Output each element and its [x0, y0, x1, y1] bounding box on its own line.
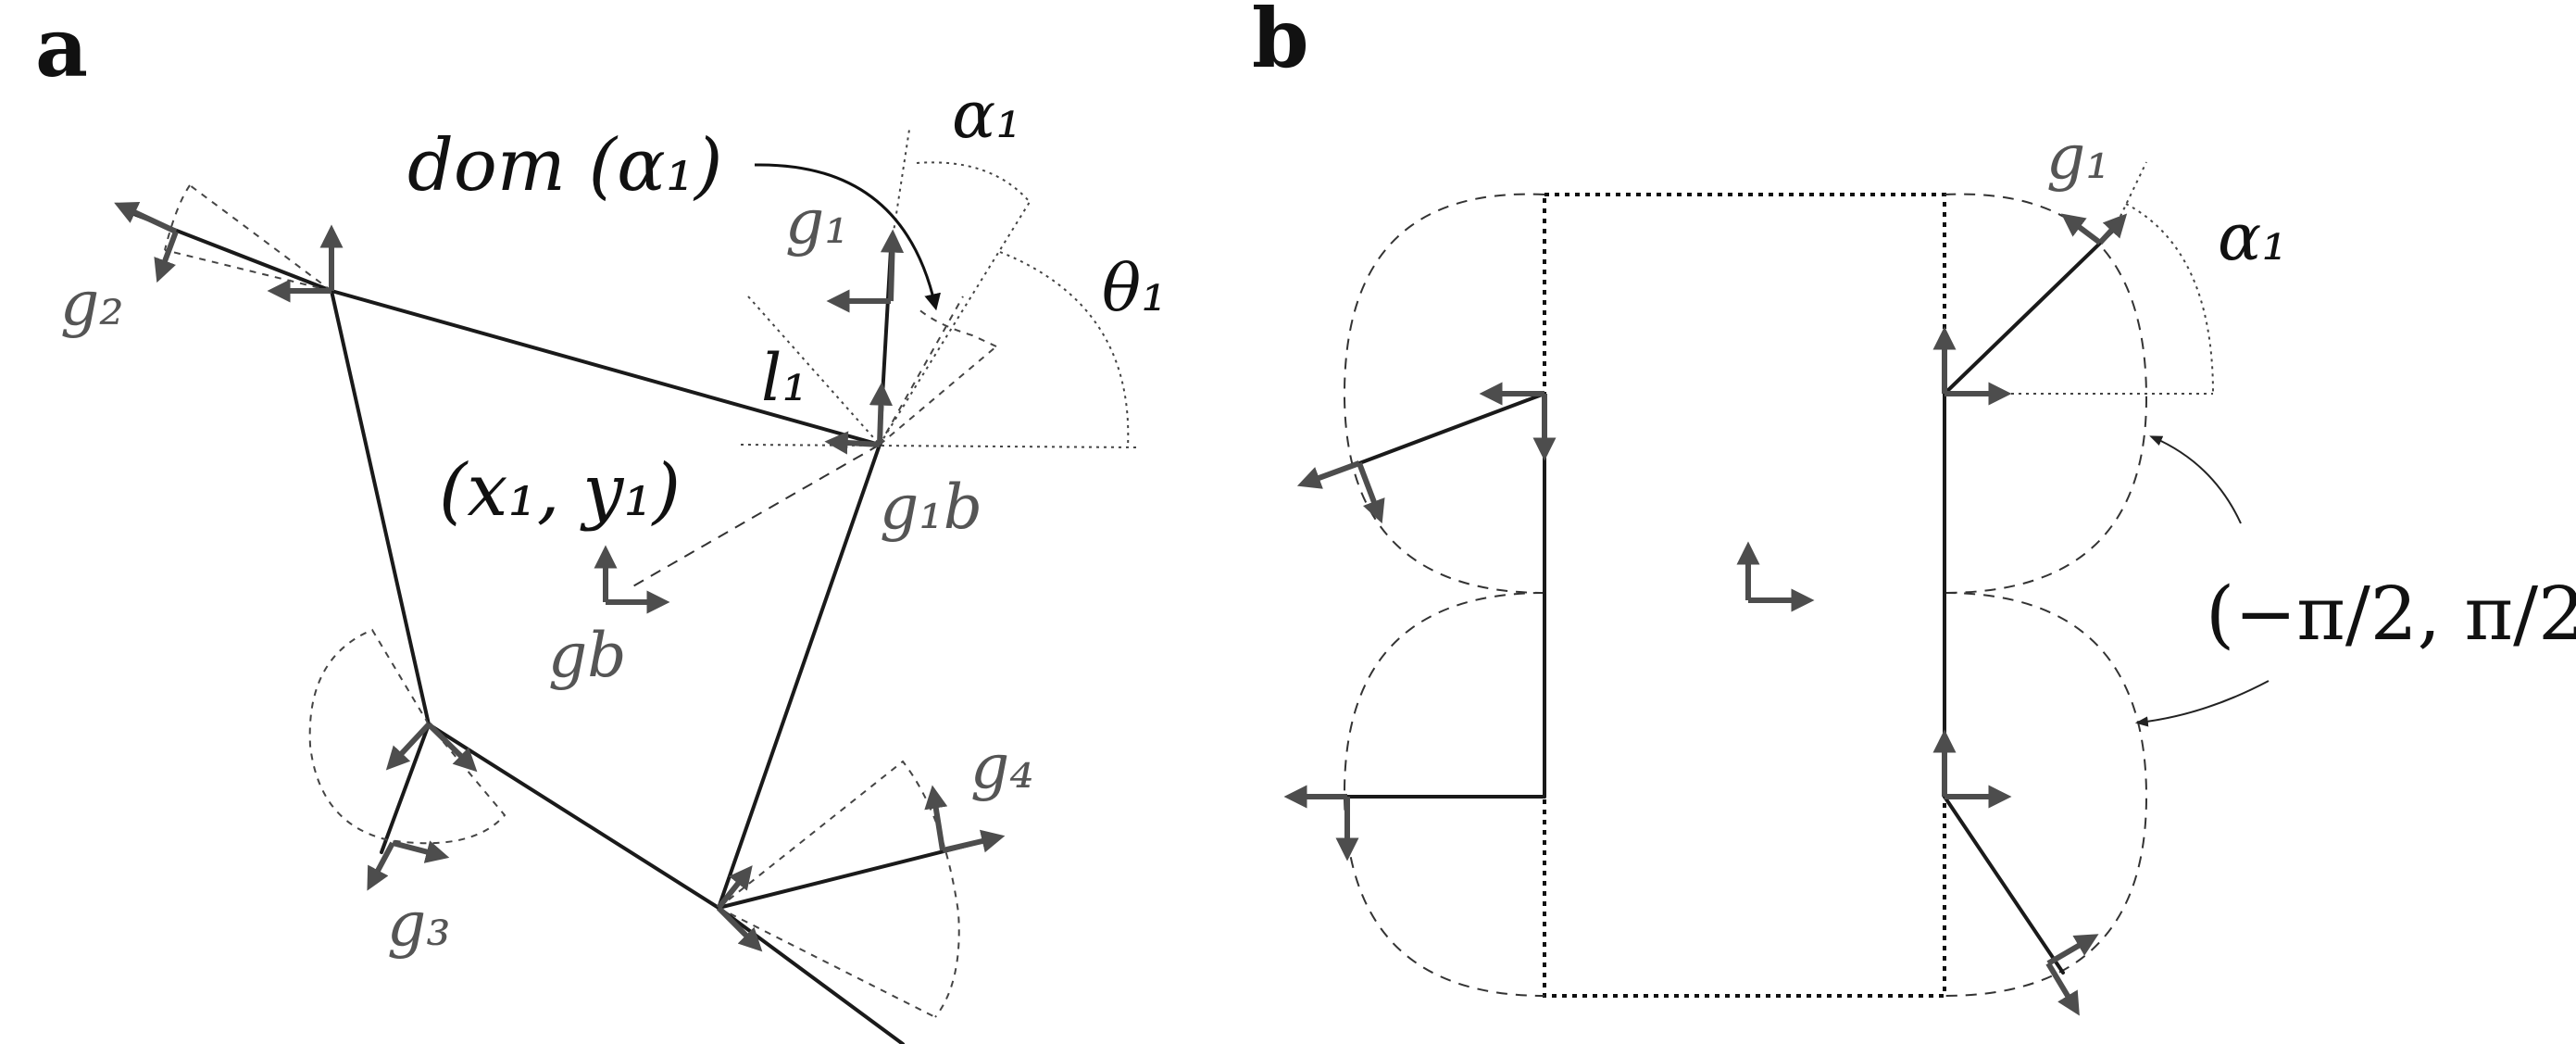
frame-c3-x [385, 722, 431, 771]
frame-g4-y [924, 785, 948, 851]
label-g3: g₃ [387, 888, 451, 960]
range-pointer-bottom [2134, 680, 2270, 727]
leg-domain-circles-b [1343, 193, 2148, 997]
leg-tail [717, 906, 905, 1044]
label-l1: l₁ [761, 340, 807, 416]
label-x1y1: (x₁, y₁) [439, 449, 681, 533]
frame-b-ltf-x [1296, 460, 1361, 489]
frame-b-g1-y [2097, 213, 2128, 245]
label-dom-alpha: dom (α₁) [407, 124, 722, 208]
dom-wedge-leg3 [308, 628, 506, 845]
frames-a [114, 202, 1006, 952]
frame-g3-x [367, 841, 395, 891]
dashed-center-to-corner [629, 444, 881, 589]
alpha-arc [916, 161, 1031, 203]
frame-g1b-x [824, 431, 881, 455]
panel-letter-a: a [35, 0, 88, 95]
frame-g2-y [154, 230, 179, 283]
label-g1-b: g₁ [2046, 121, 2110, 193]
frames-b [1283, 213, 2128, 1016]
panel-letter-b: b [1252, 0, 1309, 86]
dom-wedge-leg4 [718, 760, 960, 1018]
frame-g1b-y [869, 382, 894, 446]
frame-g1-y [880, 229, 905, 302]
dom-arc-1 [916, 307, 997, 347]
panel-b: b [1252, 0, 2576, 1016]
leg-b-right-top [1943, 228, 2116, 396]
body-edges-b [1543, 392, 1946, 799]
frame-g2-x [114, 202, 178, 234]
alpha-b-leg-extension [2113, 161, 2147, 231]
alpha-reference [890, 129, 910, 251]
dom-wedge-leg2 [164, 184, 332, 292]
dom-pointer-arrow [754, 163, 941, 311]
circle-left-bottom [1343, 592, 1545, 997]
dom-boundary-2 [879, 296, 964, 446]
frame-g3-y [392, 840, 450, 863]
body-box-b [1543, 193, 1946, 998]
leg-3 [380, 723, 431, 854]
frame-b-rbf-x [2046, 934, 2099, 966]
label-alpha1-a: α₁ [952, 77, 1021, 153]
leg-b-right-bottom [1943, 795, 2065, 975]
frame-g4-x [942, 829, 1006, 853]
frame-c3-y [426, 722, 478, 773]
label-gb: gb [548, 620, 627, 691]
frame-b-rbf-y [2045, 962, 2080, 1016]
theta-arc [999, 251, 1130, 448]
label-alpha1-b: α₁ [2218, 199, 2287, 275]
circle-right-top [1944, 193, 2148, 594]
label-g1b: g₁b [880, 472, 982, 543]
leg-axis-dotted [747, 296, 881, 446]
theta-reference [879, 201, 1031, 446]
frame-c4-y [716, 905, 763, 952]
label-theta1: θ₁ [1102, 250, 1167, 326]
construction-lines-a [629, 129, 1140, 589]
horizontal-reference-1 [740, 444, 1140, 448]
label-g1-a: g₁ [785, 186, 849, 258]
frame-b-ltf-y [1357, 461, 1385, 524]
frame-b-g1-x [2060, 213, 2102, 245]
panel-a: a [35, 0, 1167, 1044]
frame-c4-x [716, 865, 753, 910]
range-pointer-top [2149, 435, 2242, 524]
circle-left-top [1343, 193, 1545, 594]
label-g4: g₄ [970, 731, 1034, 802]
legs-b [1294, 228, 2116, 975]
dom-boundary-1 [879, 346, 997, 446]
label-g2: g₂ [60, 268, 124, 339]
label-range: (−π/2, π/2) [2206, 571, 2576, 657]
alpha-b-arc [2125, 203, 2214, 395]
